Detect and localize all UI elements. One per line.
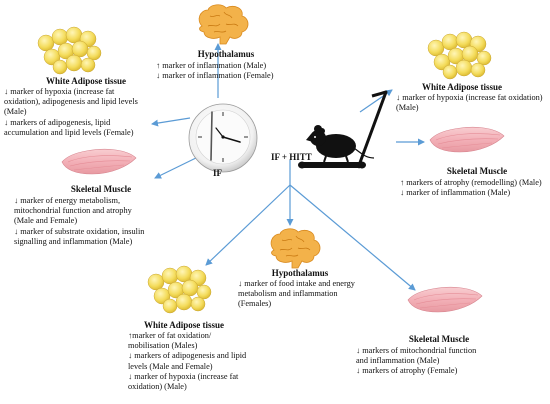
if-muscle-line-1: ↓ marker of energy metabolism, mitochond…: [14, 196, 132, 226]
if-hypothalamus-title: Hypothalamus: [197, 49, 255, 59]
if-wat-line-2: ↓ markers of adipogenesis, lipid accumul…: [4, 117, 134, 137]
if-label: IF: [213, 168, 222, 178]
if-hypothalamus-body: ↑ marker of inflammation (Male) ↓ marker…: [156, 61, 308, 81]
combined-wat-line-2: ↓ markers of adipogenesis and lipid leve…: [128, 351, 247, 371]
arrows-combined: [205, 160, 416, 291]
fat-tissue-icon: [37, 26, 102, 75]
combined-hypothalamus-line-1: ↓ marker of food intake and energy metab…: [238, 279, 355, 309]
if-muscle-line-2: ↓ marker of substrate oxidation, insulin…: [14, 226, 145, 246]
hitt-wat-line-1: ↓ marker of hypoxia (increase fat oxidat…: [396, 93, 543, 113]
arrows-if: [151, 43, 222, 179]
if-hypothalamus-line-2: ↓ marker of inflammation (Female): [156, 71, 274, 81]
combined-wat-line-3: ↓ marker of hypoxia (increase fat oxidat…: [128, 371, 239, 392]
brain-icon: [270, 228, 321, 269]
combined-wat-body: ↑marker of fat oxidation/ mobilisation (…: [128, 331, 250, 392]
if-wat-body: ↓ marker of hypoxia (increase fat oxidat…: [4, 87, 152, 138]
hitt-muscle-line-2: ↓ marker of inflammation (Male): [400, 188, 511, 198]
if-hitt-label: IF + HITT: [271, 152, 312, 162]
if-hypothalamus-line-1: ↑ marker of inflammation (Male): [156, 61, 267, 70]
if-muscle-body: ↓ marker of energy metabolism, mitochond…: [14, 196, 148, 247]
hitt-wat-title: White Adipose tissue: [421, 82, 502, 92]
fat-tissue-icon: [147, 265, 212, 314]
combined-muscle-body: ↓ markers of mitochondrial function and …: [356, 346, 490, 377]
combined-wat-line-1: ↑marker of fat oxidation/ mobilisation (…: [128, 331, 212, 351]
combined-hypothalamus-title: Hypothalamus: [271, 268, 329, 278]
muscle-icon: [407, 287, 483, 313]
if-muscle-title: Skeletal Muscle: [70, 184, 132, 194]
if-wat-line-1: ↓ marker of hypoxia (increase fat oxidat…: [4, 87, 138, 117]
muscle-icon: [61, 149, 137, 175]
hitt-muscle-line-1: ↑ markers of atrophy (remodelling) (Male…: [400, 178, 542, 187]
combined-muscle-line-1: ↓ markers of mitochondrial function and …: [356, 346, 477, 366]
clock-plate-icon: [188, 103, 258, 173]
fat-tissue-icon: [427, 31, 492, 80]
hitt-wat-body: ↓ marker of hypoxia (increase fat oxidat…: [396, 93, 546, 113]
combined-wat-title: White Adipose tissue: [143, 320, 224, 330]
combined-hypothalamus-body: ↓ marker of food intake and energy metab…: [238, 279, 358, 310]
muscle-icon: [429, 127, 505, 153]
brain-icon: [198, 4, 249, 45]
hitt-muscle-body: ↑ markers of atrophy (remodelling) (Male…: [400, 178, 548, 198]
combined-muscle-title: Skeletal Muscle: [408, 334, 470, 344]
if-wat-title: White Adipose tissue: [45, 76, 126, 86]
combined-muscle-line-2: ↓ markers of atrophy (Female): [356, 366, 458, 376]
hitt-muscle-title: Skeletal Muscle: [446, 166, 508, 176]
mouse-treadmill-icon: [298, 90, 388, 169]
